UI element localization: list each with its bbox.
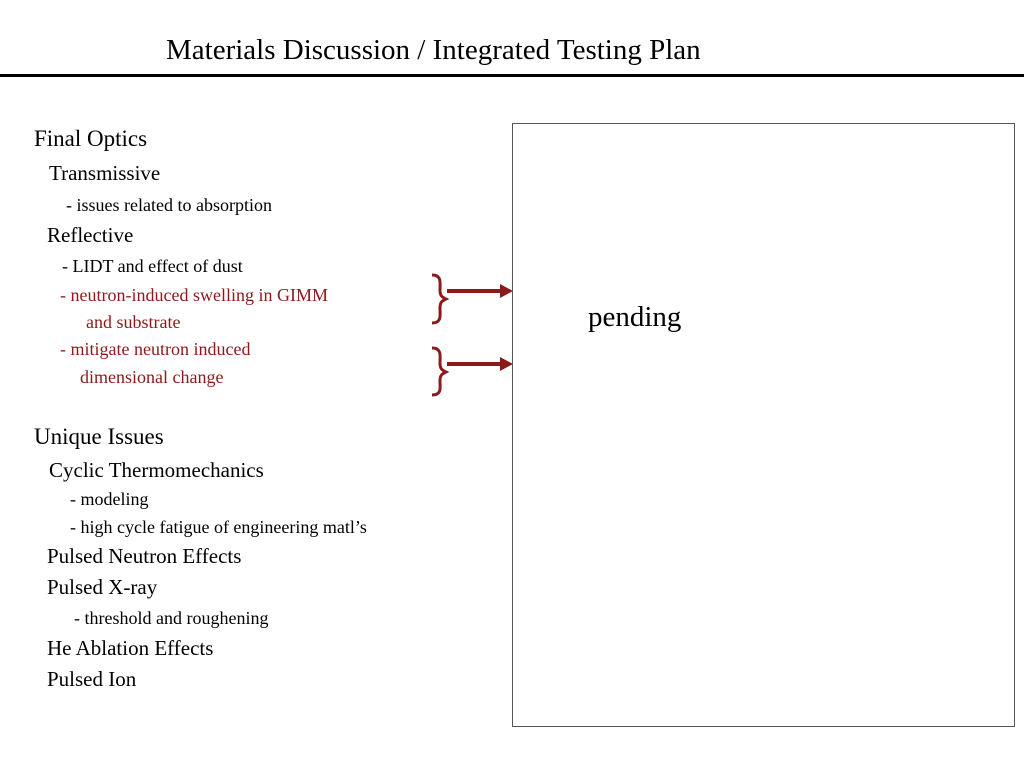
lidt-item: - LIDT and effect of dust bbox=[62, 256, 243, 276]
modeling-item: - modeling bbox=[70, 489, 149, 509]
lower-brace-icon bbox=[431, 346, 450, 397]
final-optics-heading: Final Optics bbox=[34, 126, 148, 151]
transmissive-label: Transmissive bbox=[49, 161, 161, 185]
pending-label: pending bbox=[588, 301, 682, 333]
pulsed-xray-label: Pulsed X-ray bbox=[47, 575, 158, 599]
mitigate-item-cont: dimensional change bbox=[80, 367, 224, 387]
mitigate-item: - mitigate neutron induced bbox=[60, 339, 251, 359]
slide-title: Materials Discussion / Integrated Testin… bbox=[166, 34, 701, 66]
cyclic-label: Cyclic Thermomechanics bbox=[49, 458, 264, 482]
lower-arrow-head-icon bbox=[500, 357, 513, 371]
swelling-item-cont: and substrate bbox=[86, 312, 181, 332]
title-divider bbox=[0, 74, 1024, 77]
upper-arrow-head-icon bbox=[500, 284, 513, 298]
pulsed-ion-label: Pulsed Ion bbox=[47, 667, 137, 691]
he-ablation-label: He Ablation Effects bbox=[47, 636, 214, 660]
upper-brace-icon bbox=[431, 273, 450, 325]
swelling-item: - neutron-induced swelling in GIMM bbox=[60, 285, 328, 305]
pending-placeholder-box bbox=[512, 123, 1015, 727]
absorption-item: - issues related to absorption bbox=[66, 195, 272, 215]
reflective-label: Reflective bbox=[47, 223, 134, 247]
pulsed-neutron-label: Pulsed Neutron Effects bbox=[47, 544, 242, 568]
fatigue-item: - high cycle fatigue of engineering matl… bbox=[70, 517, 367, 537]
threshold-item: - threshold and roughening bbox=[74, 608, 269, 628]
unique-issues-heading: Unique Issues bbox=[34, 424, 164, 449]
brace-arrows bbox=[431, 273, 513, 397]
